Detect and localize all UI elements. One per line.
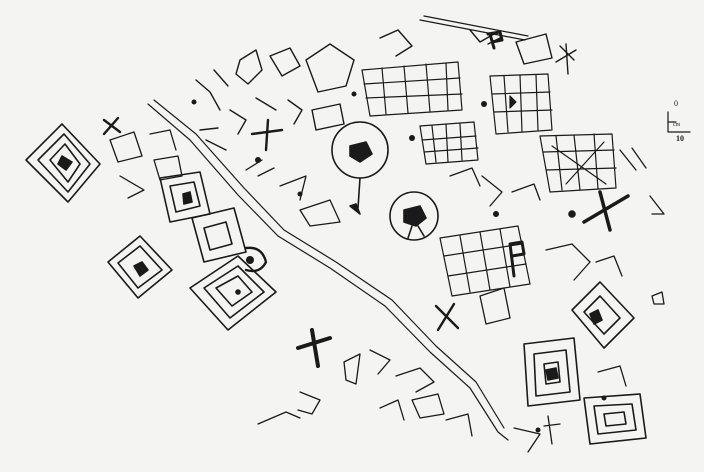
concentric-rhomb-left (25, 123, 101, 203)
misc-marks-center (109, 129, 665, 453)
concentric-square-right-3 (583, 393, 647, 445)
rock-crack (419, 19, 526, 41)
dots (191, 91, 607, 433)
concentric-rhomb-center-left (189, 255, 277, 331)
scale-unit-label: cm (673, 122, 681, 128)
rock-crack (147, 103, 509, 441)
figure-group-top-left (195, 29, 577, 151)
circle-figure-1 (331, 121, 389, 215)
rock-crack (423, 15, 529, 37)
grid-panel-lower (439, 225, 531, 297)
scale-zero-label: 0 (674, 99, 678, 108)
concentric-rhomb-lower-left (107, 235, 173, 299)
concentric-square-group (159, 171, 247, 263)
grid-panel-center (419, 121, 479, 165)
concentric-square-right-1 (571, 281, 635, 349)
scale-ten-label: 10 (676, 134, 684, 143)
scale-bar (667, 111, 691, 133)
cross-right (582, 190, 630, 232)
rock-crack (153, 99, 505, 429)
cross-large (296, 328, 332, 368)
concentric-square-right-2 (523, 337, 581, 407)
circle-figure-2 (389, 191, 439, 241)
grid-panel-right (539, 133, 617, 193)
p-glyph (486, 30, 526, 278)
grid-panel-top (361, 61, 463, 117)
ring-mark (244, 246, 268, 273)
cross-small (102, 116, 460, 332)
grid-panel-upper-right (489, 73, 553, 135)
